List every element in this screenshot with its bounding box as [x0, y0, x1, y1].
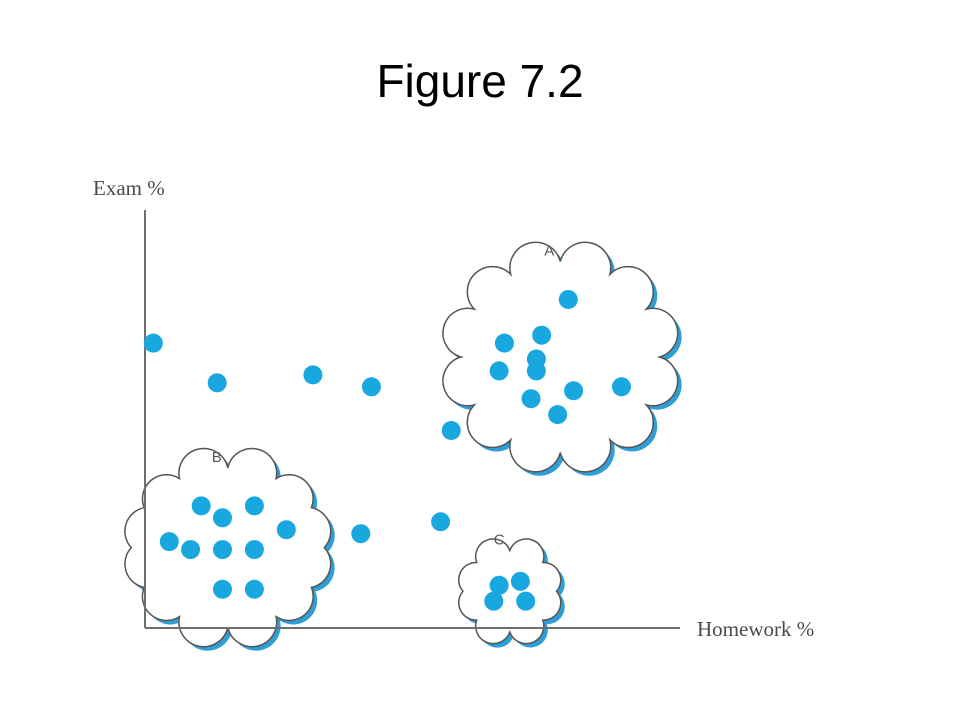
- cluster-b-point-3: [276, 520, 296, 540]
- cluster-b-label: B: [212, 449, 222, 466]
- cluster-b-point-2: [212, 508, 232, 528]
- cluster-b-point-1: [244, 496, 264, 516]
- cluster-a-point-9: [548, 405, 568, 425]
- outlier-point-5: [431, 512, 451, 532]
- outlier-point-6: [351, 524, 371, 544]
- cluster-c-point-3: [516, 591, 536, 611]
- outlier-point-2: [303, 365, 323, 385]
- cluster-c-point-0: [489, 575, 509, 595]
- cluster-c-point-2: [484, 591, 504, 611]
- cluster-a-point-6: [564, 381, 584, 401]
- cluster-b-point-8: [212, 579, 232, 599]
- cluster-b-point-9: [244, 579, 264, 599]
- data-points: [143, 289, 631, 611]
- cluster-a-cloud: [442, 241, 679, 473]
- cluster-a-point-8: [521, 389, 541, 409]
- cluster-a-point-4: [489, 361, 509, 381]
- slide-title: Figure 7.2: [376, 55, 584, 107]
- x-axis-label: Homework %: [697, 617, 814, 641]
- cluster-a-point-1: [532, 325, 552, 345]
- cluster-b-point-5: [181, 540, 201, 560]
- cluster-clouds: A B C: [124, 241, 682, 651]
- cluster-a-point-7: [611, 377, 631, 397]
- cluster-a-point-2: [494, 333, 514, 353]
- axes: Exam % Homework %: [93, 176, 814, 641]
- cluster-a-label: A: [544, 242, 554, 259]
- cluster-a-point-5: [526, 361, 546, 381]
- outlier-point-1: [207, 373, 227, 393]
- cluster-a-point-0: [558, 289, 578, 309]
- outlier-point-3: [361, 377, 381, 397]
- y-axis-label: Exam %: [93, 176, 165, 200]
- outlier-point-0: [143, 333, 163, 353]
- cluster-b-point-0: [191, 496, 211, 516]
- cluster-b-point-6: [212, 540, 232, 560]
- cluster-b-point-7: [244, 540, 264, 560]
- outlier-point-4: [441, 420, 461, 440]
- cluster-b-point-4: [159, 532, 179, 552]
- cluster-c-label: C: [494, 532, 505, 549]
- cluster-c-cloud: [458, 538, 562, 645]
- cluster-c-point-1: [510, 571, 530, 591]
